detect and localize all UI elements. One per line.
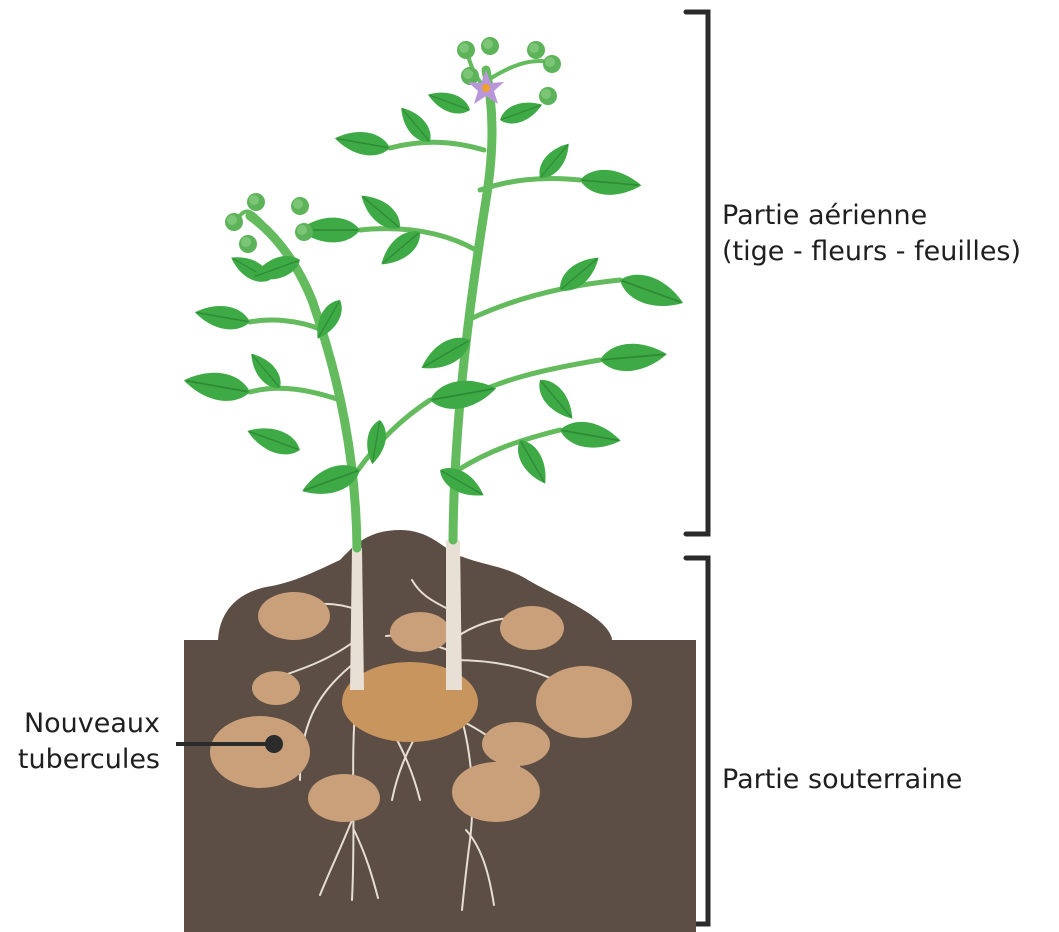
tuber: [482, 722, 550, 766]
leaves: [181, 86, 687, 504]
new-tubers-line1: Nouveaux: [0, 706, 160, 742]
tuber: [536, 666, 632, 738]
aerial-part-bracket: [686, 12, 708, 534]
aerial-part-title: Partie aérienne: [722, 198, 1021, 234]
aerial-part-label: Partie aérienne (tige - fleurs - feuille…: [722, 198, 1021, 270]
tuber: [210, 716, 310, 788]
underground-part-label: Partie souterraine: [722, 762, 962, 798]
aerial-part-subtitle: (tige - fleurs - feuilles): [722, 234, 1021, 270]
stems: [236, 50, 620, 548]
tuber: [500, 606, 564, 650]
tuber: [452, 762, 540, 822]
tuber: [308, 774, 380, 822]
new-tubers-label: Nouveaux tubercules: [0, 706, 160, 778]
tuber: [252, 671, 300, 705]
tuber: [390, 612, 450, 652]
tuber: [258, 592, 330, 640]
new-tubers-line2: tubercules: [0, 742, 160, 778]
